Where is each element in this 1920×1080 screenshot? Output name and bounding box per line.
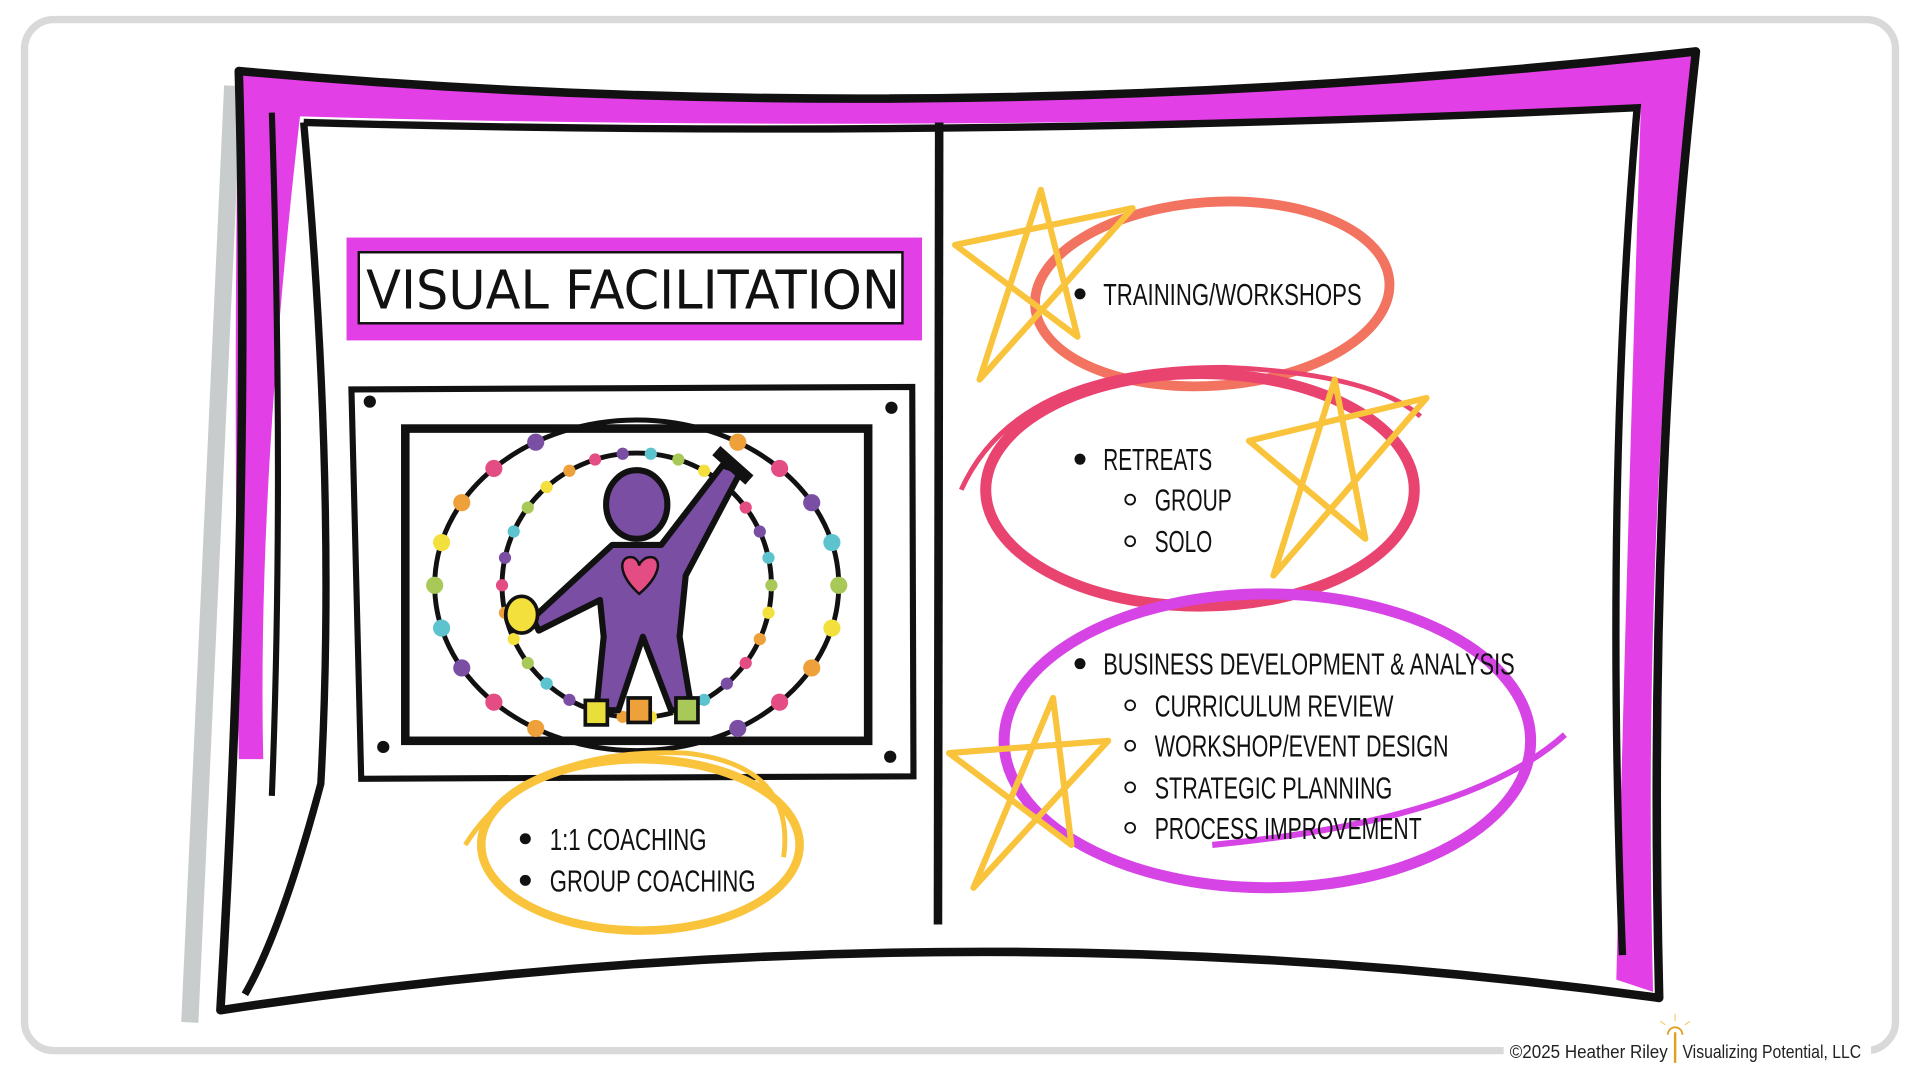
marker-icon (712, 446, 754, 485)
ring-dot (498, 551, 512, 564)
ring-dot (433, 533, 451, 552)
service-item: BUSINESS DEVELOPMENT & ANALYSIS (1103, 648, 1514, 682)
ring-dot (762, 606, 775, 619)
company-text: Visualizing Potential, LLC (1682, 1041, 1861, 1062)
ring-dot (540, 480, 553, 494)
ring-dot (771, 693, 789, 711)
ring-dot (720, 677, 733, 690)
facilitator-illustration (348, 383, 917, 782)
title-banner: VISUAL FACILITATION (346, 237, 923, 341)
ring-dot (540, 677, 553, 690)
ring-dot (762, 551, 775, 564)
star-icon (1245, 376, 1430, 579)
page-title: VISUAL FACILITATION (366, 259, 900, 322)
board-shadow (181, 85, 242, 1023)
ring-dot (563, 464, 576, 477)
process-step-3 (674, 696, 700, 725)
ring-dot (563, 693, 576, 706)
ring-dot (521, 501, 534, 514)
service-item: TRAINING/WORKSHOPS (1103, 278, 1361, 312)
service-subitem: PROCESS IMPROVEMENT (1155, 812, 1422, 846)
coaching-group: 1:1 COACHING GROUP COACHING (463, 750, 804, 935)
copyright-text: ©2025 Heather Riley (1510, 1041, 1669, 1062)
ring-dot (753, 525, 766, 538)
ring-dot (616, 710, 629, 723)
retreats-group: RETREATS GROUP SOLO (958, 364, 1430, 612)
process-step-1 (583, 698, 610, 727)
ring-dot (803, 659, 821, 677)
ring-dot (765, 579, 778, 592)
ring-dot (753, 632, 766, 646)
ring-dot (729, 719, 747, 738)
ring-dot (697, 464, 711, 477)
outer-frame (20, 15, 1900, 1055)
ring-dot (485, 693, 503, 711)
process-step-2 (626, 696, 653, 725)
ring-dot (527, 433, 545, 451)
star-icon (952, 186, 1136, 383)
board-outline (216, 47, 1701, 1015)
ring-dot (507, 525, 520, 538)
coaching-item: GROUP COACHING (550, 864, 756, 898)
ring-dot (729, 433, 747, 451)
ring-dot (739, 501, 752, 514)
ring-dot (644, 447, 657, 460)
ring-dot (823, 619, 841, 637)
board-inner-left (268, 112, 282, 797)
ring-dot (495, 579, 509, 592)
ring-dot (823, 533, 841, 552)
ring-dot (485, 459, 503, 477)
ring-dot (588, 453, 602, 466)
star-icon (945, 694, 1112, 891)
lightbulb-logo-icon (1660, 1013, 1691, 1063)
ring-dot (433, 619, 451, 637)
ring-dot (507, 632, 520, 646)
service-subitem: SOLO (1155, 525, 1213, 559)
ring-dot (426, 576, 444, 594)
service-subitem: STRATEGIC PLANNING (1155, 771, 1393, 805)
footer: ©2025 Heather Riley Visualizing Potentia… (1503, 1013, 1872, 1067)
figure-head-icon (603, 467, 671, 542)
service-item: RETREATS (1103, 443, 1212, 477)
training-group: TRAINING/WORKSHOPS (952, 186, 1395, 392)
ring-dot (521, 656, 534, 670)
ring-dot (697, 693, 711, 706)
ring-dot (453, 659, 471, 677)
ring-dot (771, 459, 789, 477)
ring-dot (453, 494, 471, 512)
service-subitem: GROUP (1155, 484, 1232, 518)
coaching-item: 1:1 COACHING (550, 823, 707, 857)
heart-icon (621, 555, 660, 596)
board-divider (933, 122, 944, 925)
ring-dot (739, 656, 752, 670)
ring-dot (830, 576, 848, 594)
ring-dot (803, 494, 821, 512)
business-group: BUSINESS DEVELOPMENT & ANALYSIS CURRICUL… (945, 588, 1567, 894)
ring-dot (672, 453, 685, 466)
lightbulb-icon (503, 594, 540, 635)
board-inner (241, 103, 1642, 997)
ring-dot (616, 447, 629, 460)
ring-dot (527, 719, 545, 738)
service-subitem: CURRICULUM REVIEW (1155, 689, 1394, 723)
service-subitem: WORKSHOP/EVENT DESIGN (1155, 730, 1449, 764)
